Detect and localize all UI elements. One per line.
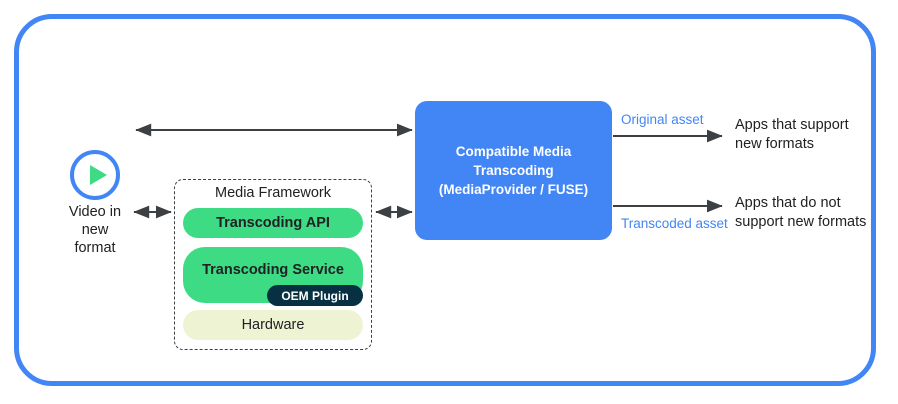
transcoded-asset-label: Transcoded asset xyxy=(621,216,728,231)
media-framework-container xyxy=(174,179,372,350)
transcoding-api-block: Transcoding API xyxy=(183,208,363,238)
video-play-icon xyxy=(70,150,120,200)
video-source-caption: Video in new format xyxy=(68,204,122,256)
compatible-media-transcoding-block: Compatible Media Transcoding (MediaProvi… xyxy=(415,101,612,240)
media-framework-title: Media Framework xyxy=(214,185,332,201)
original-asset-label: Original asset xyxy=(621,112,704,127)
hardware-block: Hardware xyxy=(183,310,363,340)
apps-support-new-formats-label: Apps that support new formats xyxy=(735,117,849,152)
play-triangle-icon xyxy=(90,165,107,185)
oem-plugin-badge: OEM Plugin xyxy=(267,285,363,306)
apps-no-support-new-formats-label: Apps that do not support new formats xyxy=(735,195,867,230)
